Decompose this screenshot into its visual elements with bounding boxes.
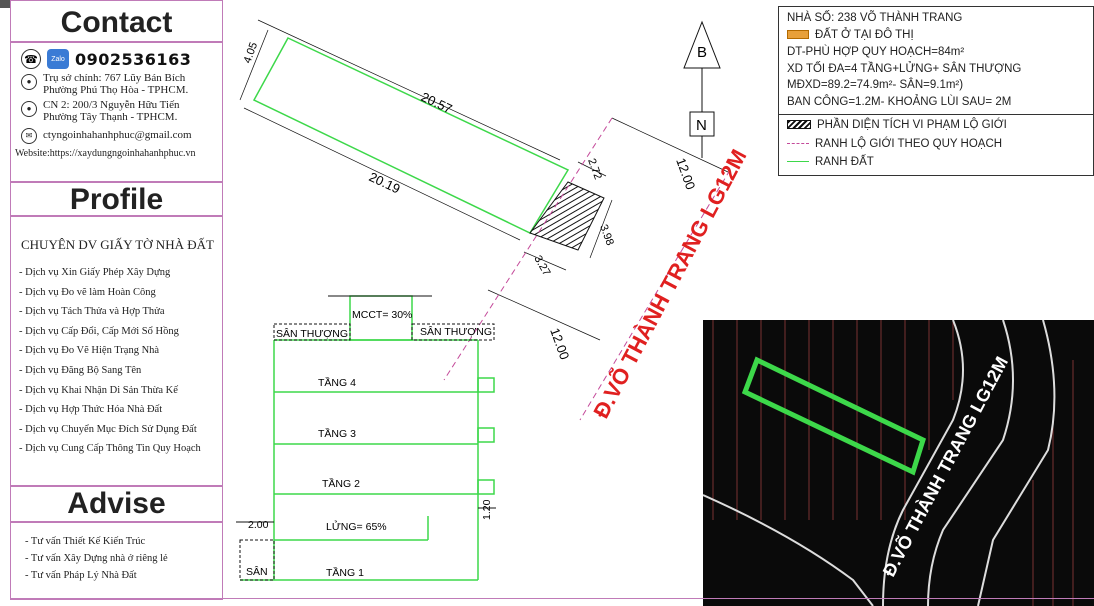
dim-line-bottom [243,107,521,241]
service-item: - Dịch vụ Tách Thửa và Hợp Thửa [19,306,165,318]
dim-top-text: 20.57 [419,89,455,116]
email-row: ✉ ctyngoinhahanhphuc@gmail.com [11,123,222,144]
contact-section: Contact ☎ Zalo 0902536163 ● Trụ sở chính… [11,1,222,177]
zalo-icon: Zalo [47,49,69,69]
legend-land-type: ĐẤT Ở TẠI ĐÔ THỊ [815,29,914,41]
floor3-label: TẦNG 3 [318,427,356,440]
phone-number[interactable]: 0902536163 [75,49,192,69]
dim-left-text: 4.05 [242,41,261,65]
advise-item: - Tư vấn Xây Dựng nhà ở riêng lẻ [25,553,168,564]
north-n-label: N [696,117,707,134]
mezz-label: LỬNG= 65% [326,520,387,533]
dim-line-398 [589,199,613,259]
dim-272-text: 2.72 [585,157,604,181]
service-item: - Dịch vụ Đăng Bộ Sang Tên [19,364,142,376]
legend-violation-row: PHẦN DIỆN TÍCH VI PHẠM LỘ GIỚI [787,119,1007,131]
setback-line-inner [443,117,613,381]
roof-left-label: SÂN THƯỢNG [276,327,348,340]
roof-right-label: SÂN THƯỢNG [420,325,492,338]
website-link[interactable]: Website:https://xaydungngoinhahanhphuc.v… [15,148,196,159]
legend-setback-row: RANH LỘ GIỚI THEO QUY HOẠCH [787,138,1002,150]
section-outlines [236,295,496,581]
orange-swatch-icon [787,30,809,40]
advise-item: - Tư vấn Pháp Lý Nhà Đất [25,570,137,581]
mail-icon: ✉ [21,128,37,144]
hq-line2: Phường Phú Thọ Hòa - TPHCM. [43,84,189,96]
service-item: - Dịch vụ Cấp Đổi, Cấp Mới Sổ Hồng [19,325,179,337]
legend-divider [779,114,1093,115]
dim-line-top [257,19,561,161]
dim-line-327 [523,251,567,271]
profile-heading: CHUYÊN DV GIẤY TỜ NHÀ ĐẤT [21,237,214,252]
dim-200-label: 2.00 [248,519,269,531]
service-item: - Dịch vụ Khai Nhận Di Sản Thừa Kế [19,384,178,396]
dim-line-1200b [487,289,601,341]
hq-line1: Trụ sở chính: 767 Lũy Bán Bích [43,72,186,84]
cadastral-map-svg: Đ.VÕ THÀNH TRANG LG12M [703,320,1074,606]
phone-row: ☎ Zalo 0902536163 [11,43,222,69]
dim-1200a-text: 12.00 [673,156,698,192]
dim-120-label: 1.20 [481,499,493,520]
advise-item: - Tư vấn Thiết Kế Kiến Trúc [25,536,146,547]
dash-swatch-icon [787,143,809,145]
legend-box: NHÀ SỐ: 238 VÕ THÀNH TRANG ĐẤT Ở TẠI ĐÔ … [778,6,1094,176]
legend-area: DT-PHÙ HỢP QUY HOẠCH=84m² [787,46,965,58]
location-pin-icon: ● [21,74,37,90]
dim-bottom-text: 20.19 [367,169,403,196]
contact-title: Contact [11,1,222,43]
bottom-border [10,598,1094,599]
floor2-label: TẦNG 2 [322,477,360,490]
advise-title: Advise [11,487,222,523]
mcct-label: MCCT= 30% [352,309,412,321]
branch-line1: CN 2: 200/3 Nguyễn Hữu Tiến [43,99,180,111]
email-link[interactable]: ctyngoinhahanhphuc@gmail.com [43,129,192,141]
service-item: - Dịch vụ Cung Cấp Thông Tin Quy Hoạch [19,443,201,455]
legend-land-type-row: ĐẤT Ở TẠI ĐÔ THỊ [787,29,914,41]
yard-label: SÂN [246,565,268,578]
legend-density: MĐXD=89.2=74.9m²- SÂN=9.1m²) [787,79,964,91]
service-item: - Dịch vụ Đo vẽ làm Hoàn Công [19,286,156,298]
service-list: - Dịch vụ Xin Giấy Phép Xây Dựng - Dịch v… [11,263,222,459]
setback-line [579,169,731,421]
profile-title: Profile [11,183,222,217]
legend-setback: RANH LỘ GIỚI THEO QUY HOẠCH [815,138,1003,150]
floor4-label: TẦNG 4 [318,376,356,389]
legend-balcony: BAN CÔNG=1.2M- KHOẢNG LÙI SAU= 2M [787,96,1012,108]
service-item: - Dịch vụ Đo Vẽ Hiện Trạng Nhà [19,345,160,357]
dim-line-1200a [611,117,729,173]
legend-max-build: XD TỐI ĐA=4 TẦNG+LỬNG+ SÂN THƯỢNG [787,63,1022,75]
location-pin-icon: ● [21,101,37,117]
profile-section: Profile CHUYÊN DV GIẤY TỜ NHÀ ĐẤT - Dịch… [11,181,222,483]
building-section [240,295,495,581]
north-n-box [689,111,715,137]
legend-boundary: RANH ĐẤT [815,156,874,168]
green-swatch-icon [787,161,809,163]
branch-line2: Phường Tây Thạnh - TPHCM. [43,111,178,123]
hatch-swatch-icon [787,120,811,130]
cadastral-map-image: Đ.VÕ THÀNH TRANG LG12M [703,320,1094,606]
advise-list: - Tư vấn Thiết Kế Kiến Trúc - Tư vấn Xây … [11,533,222,584]
service-item: - Dịch vụ Hợp Thức Hóa Nhà Đất [19,404,163,416]
service-item: - Dịch vụ Xin Giấy Phép Xây Dựng [19,267,171,278]
legend-address: NHÀ SỐ: 238 VÕ THÀNH TRANG [787,12,963,24]
north-b-label: B [697,44,707,61]
dim-line-left [239,29,269,101]
violation-area [529,181,605,251]
dim-398-text: 3.98 [597,223,616,247]
info-sidebar: Contact ☎ Zalo 0902536163 ● Trụ sở chính… [10,0,223,600]
legend-violation: PHẦN DIỆN TÍCH VI PHẠM LỘ GIỚI [817,119,1007,131]
dim-1200b-text: 12.00 [547,326,572,362]
floor1-label: TẦNG 1 [326,566,364,579]
advise-section: Advise - Tư vấn Thiết Kế Kiến Trúc- Tư v… [11,485,222,601]
phone-icon: ☎ [21,49,41,69]
dim-327-text: 3.27 [531,254,552,279]
service-item: - Dịch vụ Chuyển Mục Đích Sử Dụng Đất [19,423,197,435]
legend-boundary-row: RANH ĐẤT [787,156,874,168]
